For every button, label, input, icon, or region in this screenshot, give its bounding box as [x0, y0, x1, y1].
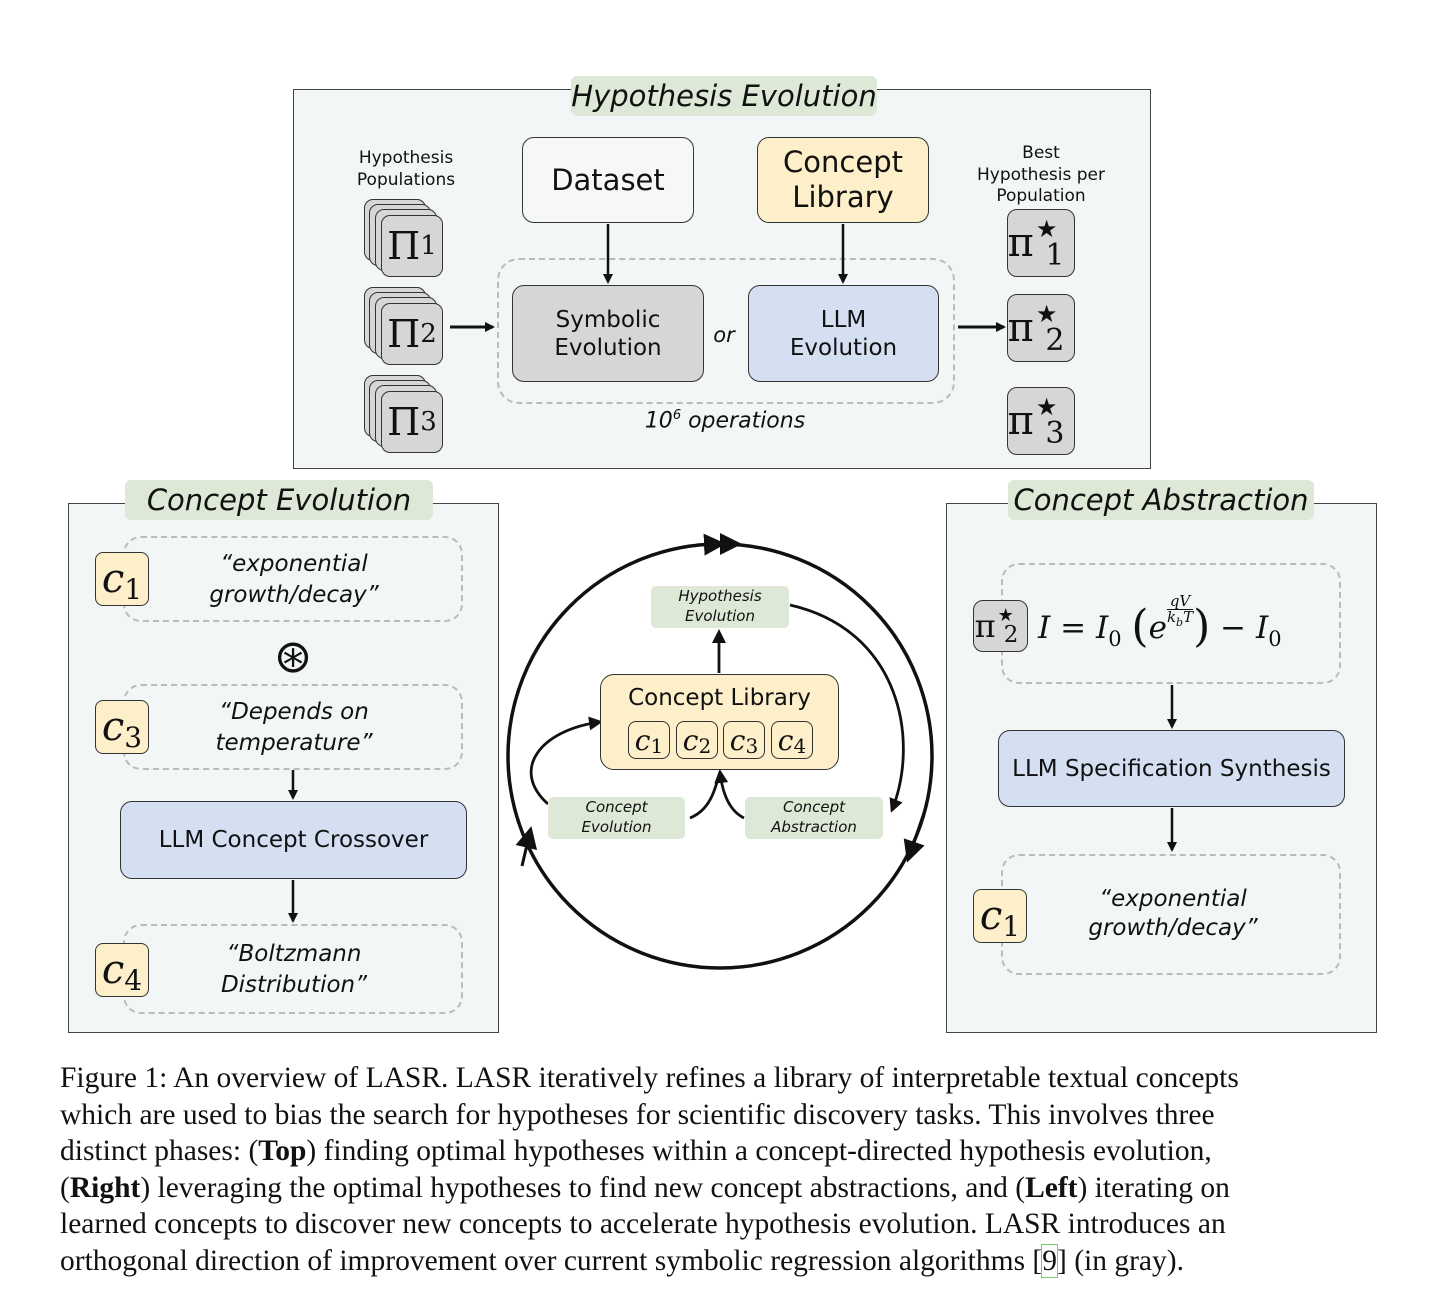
hypothesis-evolution-chip: Hypothesis Evolution: [651, 586, 789, 628]
dataset-box: Dataset: [522, 137, 694, 223]
caption-line-1: Figure 1: An overview of LASR. LASR iter…: [60, 1062, 1239, 1094]
concept-c1-text: “exponential growth/decay”: [209, 551, 379, 608]
best-hypothesis-3: π★3: [1007, 387, 1075, 455]
concept-evolution-chip: Concept Evolution: [548, 797, 685, 839]
caption-line-4: (Right) leveraging the optimal hypothese…: [60, 1171, 1230, 1204]
operations-label: 106 operations: [644, 408, 806, 434]
citation-link[interactable]: 9: [1041, 1243, 1058, 1278]
figure-caption: Figure 1: An overview of LASR. LASR iter…: [60, 1060, 1382, 1280]
symbolic-evolution-box: Symbolic Evolution: [512, 285, 704, 382]
caption-line-5: learned concepts to discover new concept…: [60, 1208, 1226, 1241]
center-cycle-diagram: [506, 533, 934, 970]
or-label: or: [713, 323, 735, 347]
llm-concept-crossover-box: LLM Concept Crossover: [120, 801, 467, 879]
best-hypothesis-2: π★2: [1007, 294, 1075, 362]
llm-specification-synthesis-box: LLM Specification Synthesis: [998, 730, 1345, 807]
evolution-operations-region: [497, 258, 955, 404]
right-arrows: [1167, 685, 1177, 852]
left-arrows: [288, 770, 298, 923]
concept-library-box: Concept Library: [757, 137, 929, 223]
center-library-title: Concept Library: [628, 685, 811, 711]
concept-c4-text: “Boltzmann Distribution”: [220, 941, 368, 998]
llm-evolution-box: LLM Evolution: [748, 285, 939, 382]
best-hypothesis-label: Best Hypothesis per Population: [976, 143, 1105, 206]
abstracted-concept-c1-text: “exponential growth/decay”: [1088, 886, 1258, 941]
top-arrows: [450, 224, 1006, 332]
populations-label: Hypothesis Populations: [356, 148, 456, 190]
concept-evolution-title: Concept Evolution: [125, 480, 433, 520]
best-hypothesis-2-badge: π★2: [973, 600, 1028, 652]
hypothesis-evolution-title: Hypothesis Evolution: [571, 76, 877, 116]
caption-line-2: which are used to bias the search for hy…: [60, 1098, 1215, 1131]
concept-abstraction-title: Concept Abstraction: [1008, 480, 1314, 520]
concept-c3-text: “Depends on temperature”: [215, 699, 373, 756]
caption-line-6: orthogonal direction of improvement over…: [60, 1243, 1184, 1278]
concept-abstraction-chip: Concept Abstraction: [745, 797, 883, 839]
best-hypothesis-1: π★1: [1007, 209, 1075, 277]
crossover-operator-icon: ⊛: [273, 629, 313, 683]
caption-line-3: distinct phases: (Top) finding optimal h…: [60, 1135, 1212, 1168]
